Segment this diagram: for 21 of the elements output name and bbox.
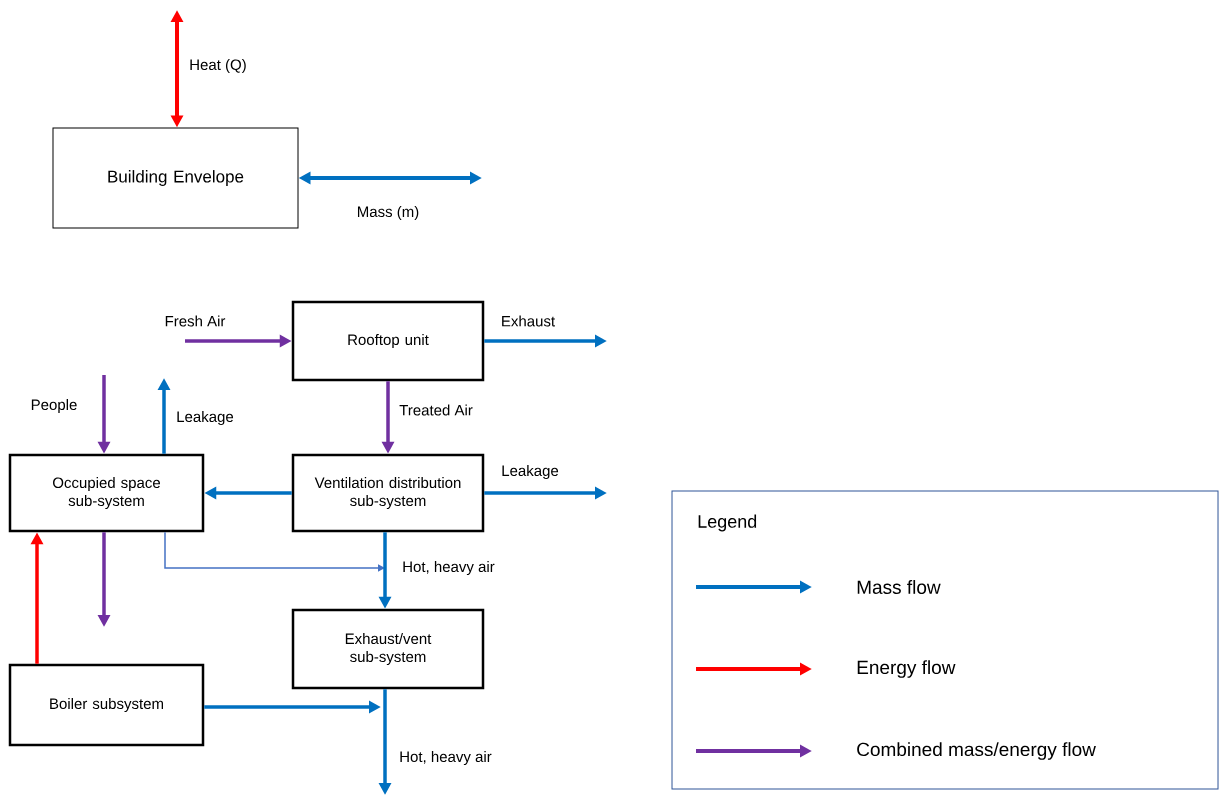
legend-label: Energy flow — [857, 660, 956, 678]
process-box: Exhaust/vent sub-system — [291, 608, 485, 690]
edge-label: Leakage — [502, 465, 559, 479]
process-box: Occupied space sub-system — [8, 453, 205, 533]
edge-label: Exhaust — [502, 315, 555, 327]
edge-label: Heat (Q) — [190, 59, 246, 73]
arrow — [164, 531, 385, 572]
process-box: Building Envelope — [52, 127, 299, 229]
edge-label: Treated Air — [399, 404, 473, 416]
legend-label: Combined mass/energy flow — [857, 742, 1096, 760]
edge-label: People — [31, 399, 77, 413]
edge-label: Mass (m) — [358, 206, 419, 220]
edge-label: Fresh Air — [165, 315, 226, 327]
process-box: Rooftop unit — [291, 300, 485, 382]
process-box: Boiler subsystem — [8, 663, 205, 747]
edge-label: Leakage — [177, 411, 234, 425]
legend-title: Legend — [698, 514, 757, 532]
process-box: Ventilation distribution sub-system — [291, 453, 485, 533]
edge-label: Hot, heavy air — [403, 561, 495, 575]
edge-label: Hot, heavy air — [400, 751, 492, 765]
legend-label: Mass flow — [857, 580, 941, 594]
